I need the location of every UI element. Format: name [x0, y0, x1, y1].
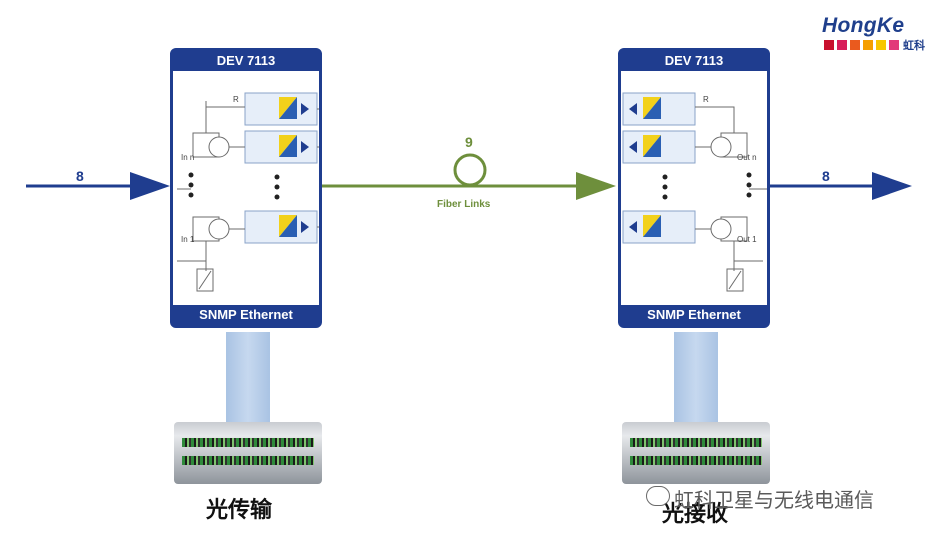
wechat-icon	[646, 486, 670, 506]
transmitter-caption: 光传输	[206, 498, 273, 523]
watermark-text: 虹科卫星与无线电通信	[674, 488, 874, 512]
left-network-cable	[226, 332, 270, 422]
receiver-device: DEV 7113	[618, 48, 770, 328]
out-1-label: Out 1	[737, 235, 757, 244]
receiver-chassis-image	[622, 422, 770, 484]
transmitter-schematic	[177, 92, 319, 292]
chassis-port-row	[630, 438, 762, 447]
brand-logo-cn: 虹科	[903, 39, 925, 52]
device-title: DEV 7113	[173, 51, 319, 71]
logo-color-squares	[824, 40, 899, 50]
fiber-arrow-head	[576, 172, 616, 200]
logo-square-5	[876, 40, 886, 50]
fiber-links-label: Fiber Links	[437, 199, 491, 210]
receiver-caption: 光接收	[662, 502, 729, 527]
r-label: R	[703, 95, 709, 104]
output-arrow-head	[872, 172, 912, 200]
logo-square-1	[824, 40, 834, 50]
input-channel-count: 8	[76, 168, 84, 184]
in-n-label: In n	[181, 153, 195, 162]
receiver-schematic	[622, 92, 767, 292]
device-title: DEV 7113	[621, 51, 767, 71]
logo-square-6	[889, 40, 899, 50]
fiber-coil	[453, 153, 487, 187]
logo-square-3	[850, 40, 860, 50]
device-footer: SNMP Ethernet	[173, 305, 319, 325]
chassis-port-row	[182, 438, 314, 447]
logo-square-2	[837, 40, 847, 50]
r-label: R	[233, 95, 239, 104]
device-footer: SNMP Ethernet	[621, 305, 767, 325]
in-1-label: In 1	[181, 235, 195, 244]
chassis-port-row	[182, 456, 314, 465]
transmitter-chassis-image	[174, 422, 322, 484]
right-network-cable	[674, 332, 718, 422]
input-arrow-head	[130, 172, 170, 200]
transmitter-device: DEV 7113	[170, 48, 322, 328]
out-n-label: Out n	[737, 153, 757, 162]
fiber-count: 9	[465, 134, 473, 150]
chassis-port-row	[630, 456, 762, 465]
output-channel-count: 8	[822, 168, 830, 184]
brand-logo: HongKe	[822, 14, 905, 37]
logo-square-4	[863, 40, 873, 50]
